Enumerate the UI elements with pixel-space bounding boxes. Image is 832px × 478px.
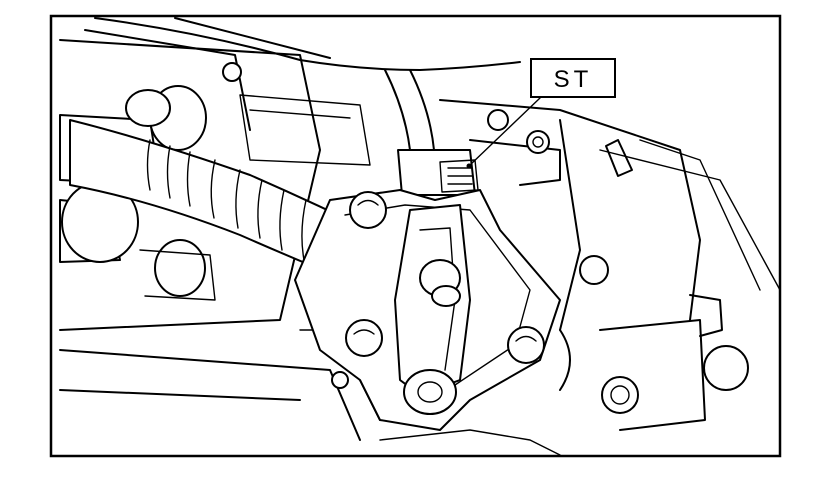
callout-label: ST xyxy=(554,66,593,93)
bracket-bolts xyxy=(345,191,545,415)
switch-bracket xyxy=(294,189,561,431)
wire-harness xyxy=(384,69,479,196)
st-callout: ST xyxy=(466,58,616,169)
leader-line xyxy=(469,97,541,166)
callout-box xyxy=(530,58,616,98)
leader-dot xyxy=(466,163,472,169)
